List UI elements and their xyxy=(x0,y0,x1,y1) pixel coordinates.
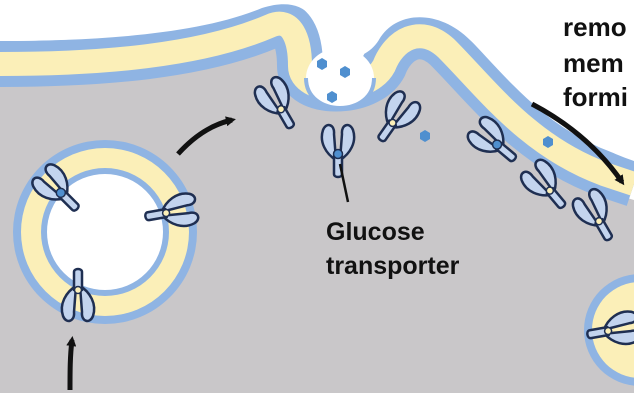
transport-vesicle xyxy=(13,140,197,324)
corner-label-line2: mem xyxy=(563,48,624,78)
corner-label-line3: formi xyxy=(563,82,628,112)
glucose-transporter-label-line2: transporter xyxy=(326,252,460,280)
arrow-icon xyxy=(70,340,72,390)
glucose-transporter-label-line1: Glucose xyxy=(326,218,425,246)
corner-label-line1: remo xyxy=(563,12,627,42)
